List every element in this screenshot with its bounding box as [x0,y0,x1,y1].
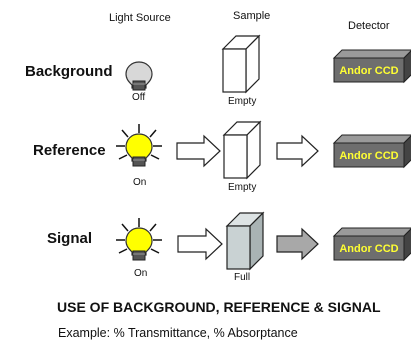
row-label-background: Background [25,63,113,80]
sample-state-signal: Full [234,272,251,283]
header-light-source: Light Source [109,12,171,24]
row-label-signal: Signal [47,230,93,247]
detector-label: Andor CCD [339,243,398,255]
lamp-state-reference: On [133,177,147,188]
detector-andor-ccd-icon: Andor CCD [332,227,411,262]
header-detector: Detector [348,20,390,32]
cube-front [222,48,247,93]
lamp-state-background: Off [132,92,146,103]
detector-label: Andor CCD [339,150,398,162]
caption-title: USE OF BACKGROUND, REFERENCE & SIGNAL [57,299,381,315]
light-bulb-on-icon [116,218,162,261]
light-bulb-off-icon [125,61,153,91]
bulb-base [132,156,146,167]
beam-arrow-icon [177,227,223,261]
lamp-state-signal: On [134,268,148,279]
header-sample: Sample [233,10,271,22]
row-label-reference: Reference [33,142,106,159]
caption-example: Example: % Transmittance, % Absorptance [58,326,298,340]
detector-top [332,49,411,59]
sample-cube-empty-icon [221,34,261,94]
beam-arrow-attenuated-icon [276,227,319,261]
beam-arrow-icon [276,134,319,168]
sample-state-reference: Empty [228,182,257,193]
bulb-base [132,80,146,91]
detector-front [333,57,405,83]
detector-andor-ccd-icon: Andor CCD [332,49,411,84]
sample-cube-full-icon [225,211,265,271]
sample-state-background: Empty [228,96,257,107]
detector-andor-ccd-icon: Andor CCD [332,134,411,169]
sample-cube-empty-icon [222,120,262,180]
light-bulb-on-icon [116,124,162,167]
detector-label: Andor CCD [339,65,398,77]
beam-arrow-icon [176,134,221,168]
